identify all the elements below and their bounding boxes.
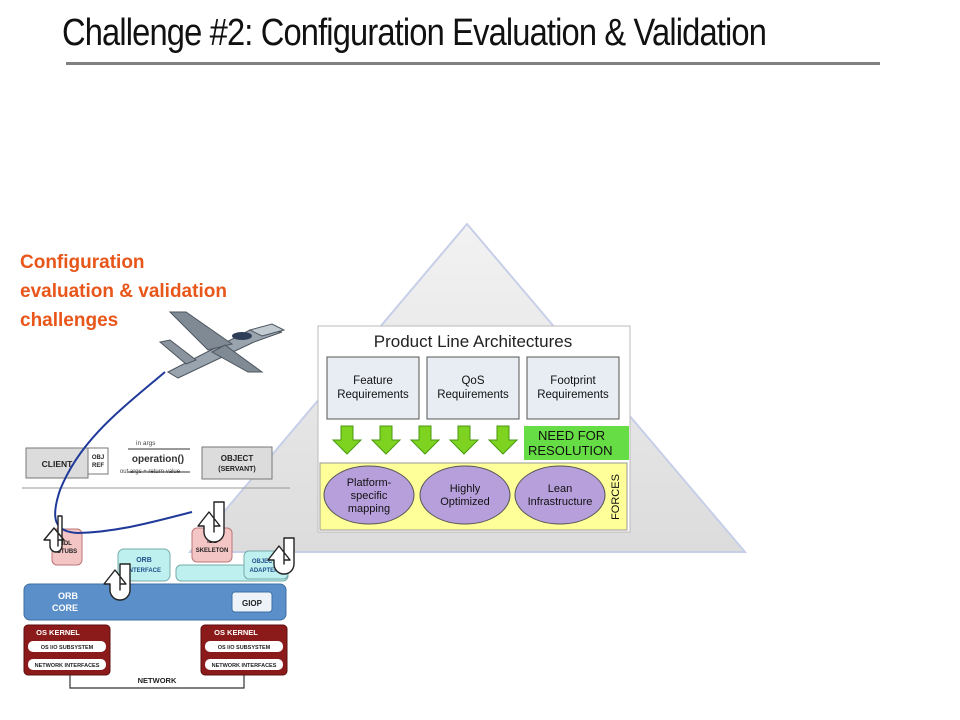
obj-ref-box <box>87 447 109 475</box>
requirement-qos-line2: Requirements <box>437 389 509 401</box>
down-arrow-icon <box>409 425 441 455</box>
hook-arrow-icon <box>43 515 65 553</box>
network-interfaces-right-label: NETWORK INTERFACES <box>212 663 277 669</box>
object-adapter-line1: OBJECT <box>252 559 277 565</box>
slide-title: Challenge #2: Configuration Evaluation &… <box>62 12 767 54</box>
network-label: NETWORK <box>138 676 177 685</box>
requirement-qos: QoS Requirements <box>426 356 520 420</box>
giop-box <box>231 591 273 613</box>
network-interfaces-left-box <box>28 659 106 670</box>
force-optimized-line2: Optimized <box>440 496 490 508</box>
out-args-label: out args + return value <box>120 469 181 475</box>
orb-interface-line2: INTERFACE <box>127 568 161 574</box>
down-arrow-icon <box>448 425 480 455</box>
client-label: CLIENT <box>42 459 74 469</box>
io-subsystem-left-box <box>28 641 106 652</box>
servant-label: (SERVANT) <box>218 466 255 473</box>
callout-line-2: evaluation & validation <box>20 281 227 302</box>
requirement-feature-line1: Feature <box>353 375 393 387</box>
object-label: OBJECT <box>221 454 254 463</box>
idl-stubs-line1: IDL <box>62 541 72 547</box>
io-subsystem-right-box <box>205 641 283 652</box>
os-kernel-left-label: OS KERNEL <box>36 628 80 637</box>
operation-label: operation() <box>132 454 184 465</box>
down-arrow-icon <box>487 425 519 455</box>
force-platform-line1: Platform- <box>347 477 392 489</box>
force-optimized-line1: Highly <box>450 483 481 495</box>
force-lean-line1: Lean <box>548 483 572 495</box>
force-platform-line2: specific <box>351 490 388 502</box>
callout-line-1: Configuration <box>20 252 145 273</box>
hook-arrow-icon <box>197 501 225 543</box>
idl-skeleton-line2: SKELETON <box>196 548 229 554</box>
hook-arrow-icon <box>103 563 131 601</box>
client-box <box>25 447 89 479</box>
force-platform-line3: mapping <box>348 503 390 515</box>
network-interfaces-right-box <box>205 659 283 670</box>
in-args-label: in args <box>136 440 156 447</box>
force-lean-line2: Infrastructure <box>528 496 593 508</box>
hook-arrow-icon <box>267 537 295 575</box>
orb-core-box <box>23 583 287 621</box>
os-kernel-right-label: OS KERNEL <box>214 628 258 637</box>
callout-line-3: challenges <box>20 310 119 331</box>
io-subsystem-right-label: OS I/O SUBSYSTEM <box>218 645 271 651</box>
requirement-footprint-line1: Footprint <box>550 375 596 387</box>
orb-core-line1: ORB <box>58 591 79 601</box>
orb-interface-box <box>117 548 171 582</box>
forces-label: FORCES <box>610 474 622 520</box>
need-box <box>524 426 629 460</box>
need-line-1: NEED FOR <box>538 428 605 443</box>
flow-path <box>54 371 193 535</box>
fighter-jet-icon <box>158 311 286 379</box>
title-underline <box>66 62 880 65</box>
pla-heading: Product Line Architectures <box>374 332 572 351</box>
object-adapter-line2: ADAPTER <box>249 568 279 574</box>
network-line <box>69 675 245 689</box>
network-interfaces-left-label: NETWORK INTERFACES <box>35 663 100 669</box>
orb-core-line2: CORE <box>52 603 78 613</box>
io-subsystem-left-label: OS I/O SUBSYSTEM <box>41 645 94 651</box>
resolution-arrows <box>331 425 519 455</box>
giop-label: GIOP <box>242 599 263 608</box>
callout-text: Configuration evaluation & validation ch… <box>20 248 300 335</box>
obj-ref-line1: OBJ <box>92 455 104 461</box>
requirement-footprint-line2: Requirements <box>537 389 609 401</box>
requirement-feature: Feature Requirements <box>326 356 420 420</box>
obj-ref-line2: REF <box>92 463 104 469</box>
requirement-feature-line2: Requirements <box>337 389 409 401</box>
orb-interface-line1: ORB <box>136 557 152 564</box>
requirement-footprint: Footprint Requirements <box>526 356 620 420</box>
force-optimized-oval <box>419 465 511 525</box>
requirement-qos-line1: QoS <box>461 375 484 387</box>
pla-panel: Product Line Architectures Feature Requi… <box>317 325 631 533</box>
object-servant-box <box>201 446 273 480</box>
down-arrow-icon <box>370 425 402 455</box>
down-arrow-icon <box>331 425 363 455</box>
force-platform-oval <box>323 465 415 525</box>
need-line-2: RESOLUTION <box>528 443 613 458</box>
force-lean-oval <box>514 465 606 525</box>
orb-diagram: CLIENT OBJ REF in args operation() out a… <box>22 371 295 689</box>
idl-stubs-line2: STUBS <box>57 549 77 555</box>
